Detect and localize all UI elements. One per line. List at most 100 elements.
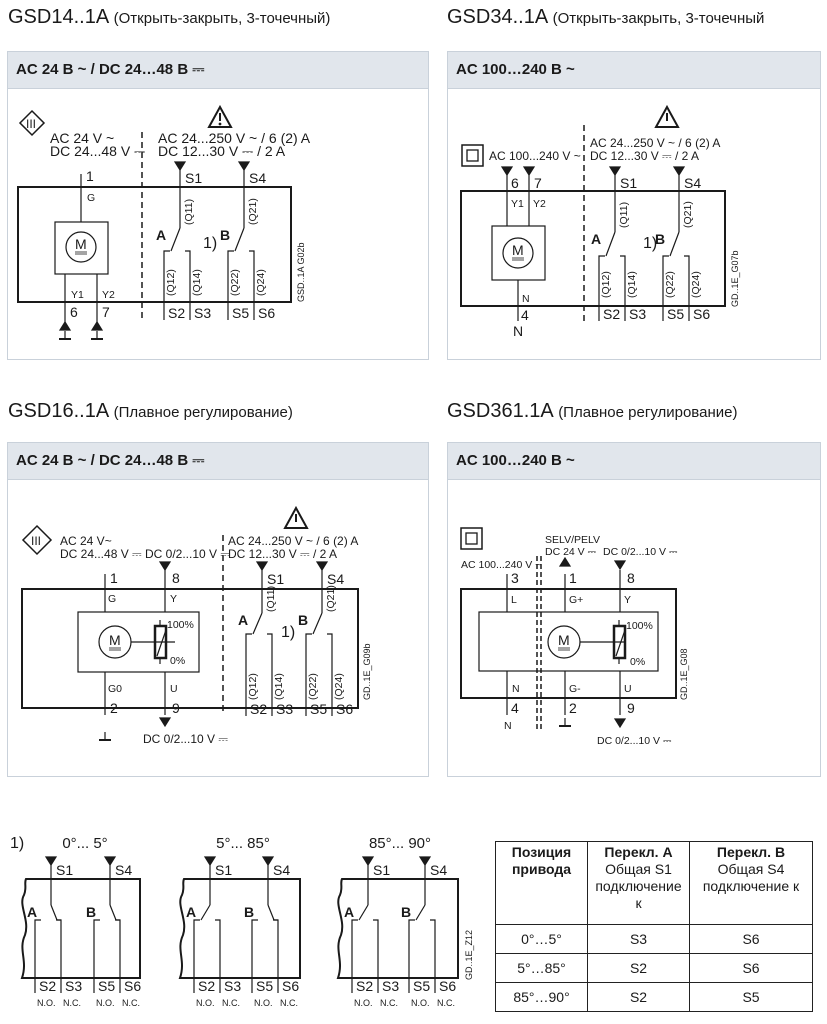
header-title: Перекл. B [716,844,786,860]
switch-housing-section [20,878,141,979]
panel-gsd361: AC 100…240 В ~ [447,442,821,777]
col-header-position: Позиция привода [495,841,588,925]
contact-nc [684,255,690,321]
control-signal: DC 0/2...10 V ⎓ [603,546,678,558]
relay-rating-dc: DC 12...30 V ⎓ / 2 A [158,143,286,159]
terminal-s2: S2 [168,305,185,321]
panel-gsd34: AC 100…240 В ~ [447,51,821,360]
selv-pelv-label: SELV/PELV [545,534,600,546]
terminal-arrow-icon [255,561,269,572]
section-title-gsd14: GSD14..1A (Открыть-закрыть, 3-точечный) [8,6,330,29]
relay-rating-dc: DC 12...30 V ⎓ / 2 A [590,149,699,163]
actuator-housing [460,190,726,307]
wire-label-u: U [170,683,178,695]
terminal-s5: S5 [232,305,249,321]
motor-icon: M [98,625,132,659]
terminal-s2: S2 [198,978,215,994]
contact-nc [249,250,255,320]
contact-code: (Q14) [626,271,638,298]
section-title-gsd34: GSD34..1A (Открыть-закрыть, 3-точечный [447,6,764,29]
normally-closed-label: N.C. [380,998,398,1008]
contact-no [305,633,312,716]
contact-no [598,255,605,321]
supply-voltage: AC 100...240 V ~ [489,149,581,163]
contact-code: (Q21) [682,201,694,228]
terminal-7: 7 [102,304,110,320]
terminal-s5: S5 [256,978,273,994]
drawing-code: GD..1E_G07b [730,250,740,307]
switch-label-b: B [220,227,230,243]
double-insulation-icon [461,144,484,167]
potentiometer-icon [612,620,627,664]
relay-rating-ac: AC 24...250 V ~ / 6 (2) A [590,136,720,150]
terminal-2: 2 [110,700,118,716]
contact-no [227,250,234,320]
terminal-s2: S2 [250,701,267,717]
contact-code: (Q11) [183,199,195,225]
section-title-gsd16: GSD16..1A (Плавное регулирование) [8,400,293,423]
panel-gsd14: AC 24 В ~ / DC 24…48 В ⎓ [7,51,429,360]
terminal-s3: S3 [224,978,241,994]
wire-label-g-minus: G- [569,683,581,695]
terminal-s6: S6 [258,305,275,321]
terminal-s6: S6 [124,978,141,994]
pot-100-label: 100% [626,620,653,632]
model-subtitle: (Открыть-закрыть, 3-точечный) [113,10,331,27]
header-sub: Общая S4 подключение к [702,861,800,894]
footnote-ref: 1) [203,235,217,252]
normally-open-label: N.O. [354,998,373,1008]
cell: 5°…85° [495,953,588,983]
contact-no [245,633,252,716]
contact-code: (Q24) [255,269,267,296]
switch-housing-section [178,878,301,979]
diagram-gsd361: SELV/PELV DC 24 V ⎓ DC 0/2...10 V ⎓ AC 1… [460,527,689,747]
contact-nc [327,633,333,716]
header-sub: Общая S1 подключение к [595,861,682,911]
model-name: GSD16..1A [8,400,109,422]
supply-header: AC 24 В ~ / DC 24…48 В ⎓ [8,52,428,89]
actuator-housing [460,588,677,699]
terminal-9: 9 [627,700,635,716]
terminal-s2: S2 [39,978,56,994]
normally-open-label: N.O. [196,998,215,1008]
warning-triangle-icon [207,104,233,128]
cell: S3 [587,924,690,954]
terminal-s3: S3 [194,305,211,321]
normally-closed-label: N.C. [122,998,140,1008]
contact-code: (Q22) [229,269,241,296]
input-arrow-icon [58,320,72,331]
wire-label-y2: Y2 [102,289,115,301]
switch-label-b: B [86,904,96,920]
terminal-9: 9 [172,700,180,716]
terminal-arrow-icon [173,161,187,172]
motor-icon: M [54,221,109,275]
motor-icon: M [491,225,546,281]
switch-label-a: A [27,904,37,920]
supply-voltage: AC 100...240 V ~ [461,559,541,571]
cell: S5 [689,982,813,1012]
terminal-arrow-icon [103,856,117,867]
relay-rating-ac: AC 24...250 V ~ / 6 (2) A [228,534,358,548]
range-label: 5°... 85° [216,835,270,852]
wire-label-g: G [87,192,95,204]
model-subtitle: (Плавное регулирование) [113,404,293,421]
wire-label-l: L [511,594,517,606]
protection-class-iii-icon: III [18,109,46,137]
pot-0-label: 0% [630,656,645,668]
contact-no [34,919,41,993]
terminal-s3: S3 [382,978,399,994]
cell: S6 [689,924,813,954]
terminal-8: 8 [627,570,635,586]
cell: S6 [689,953,813,983]
cell: S2 [587,982,690,1012]
